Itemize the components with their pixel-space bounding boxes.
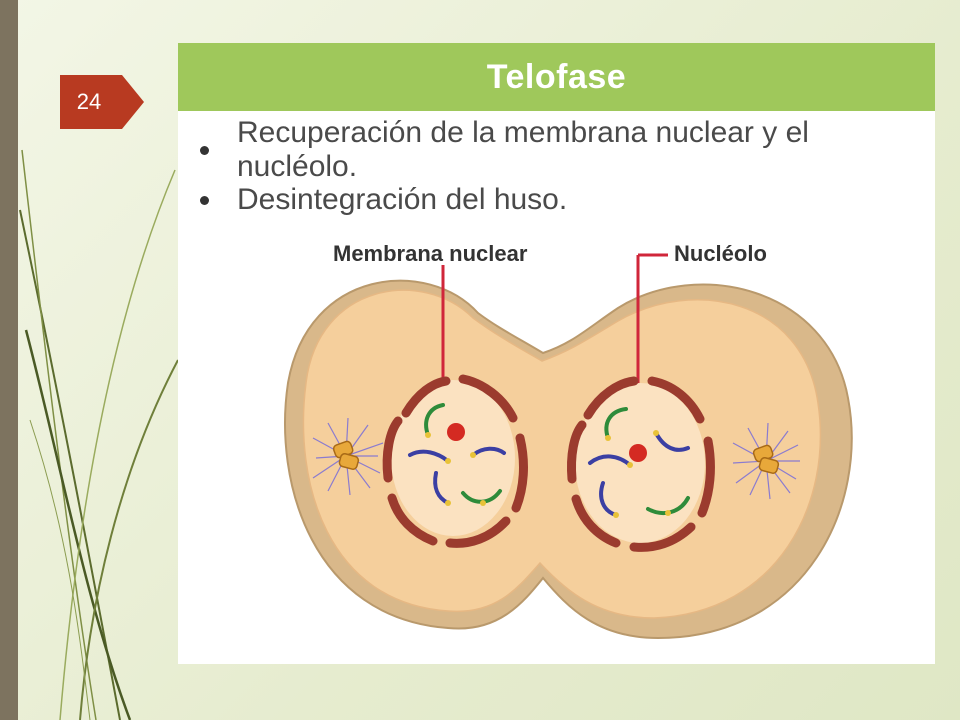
right-nuclear-membrane bbox=[567, 376, 715, 552]
bullet-dot-icon bbox=[200, 145, 209, 155]
bullet-dot-icon bbox=[200, 195, 209, 205]
cytoplasm bbox=[302, 289, 822, 619]
left-accent-bar bbox=[0, 0, 18, 720]
slide-number-badge bbox=[60, 75, 144, 129]
left-nucleolus bbox=[447, 423, 465, 441]
telophase-cell-diagram bbox=[284, 253, 853, 640]
left-centrosome bbox=[312, 417, 384, 496]
left-centromeres bbox=[425, 432, 486, 506]
decorative-curves bbox=[19, 149, 179, 720]
telophase-panel: Telofase Recuperación de la membrana nuc… bbox=[178, 43, 935, 664]
label-nuclear-membrane: Membrana nuclear bbox=[333, 241, 528, 266]
right-centromeres bbox=[605, 430, 671, 518]
panel-header: Telofase bbox=[178, 43, 935, 111]
left-chromosomes bbox=[408, 403, 506, 505]
bullet-list: Recuperación de la membrana nuclear y el… bbox=[200, 116, 935, 225]
slide-number: 24 bbox=[76, 89, 102, 114]
bullet-text: Desintegración del huso. bbox=[237, 183, 568, 216]
right-centrosome bbox=[732, 422, 800, 500]
bullet-item: Desintegración del huso. bbox=[200, 175, 935, 225]
right-nucleolus bbox=[629, 444, 647, 462]
panel-title: Telofase bbox=[486, 57, 627, 96]
left-nucleus bbox=[391, 380, 515, 536]
label-nucleolus: Nucléolo bbox=[674, 241, 767, 266]
left-nuclear-membrane bbox=[382, 374, 528, 548]
bullet-item: Recuperación de la membrana nuclear y el… bbox=[200, 116, 935, 183]
bullet-text: Recuperación de la membrana nuclear y el… bbox=[236, 116, 809, 183]
